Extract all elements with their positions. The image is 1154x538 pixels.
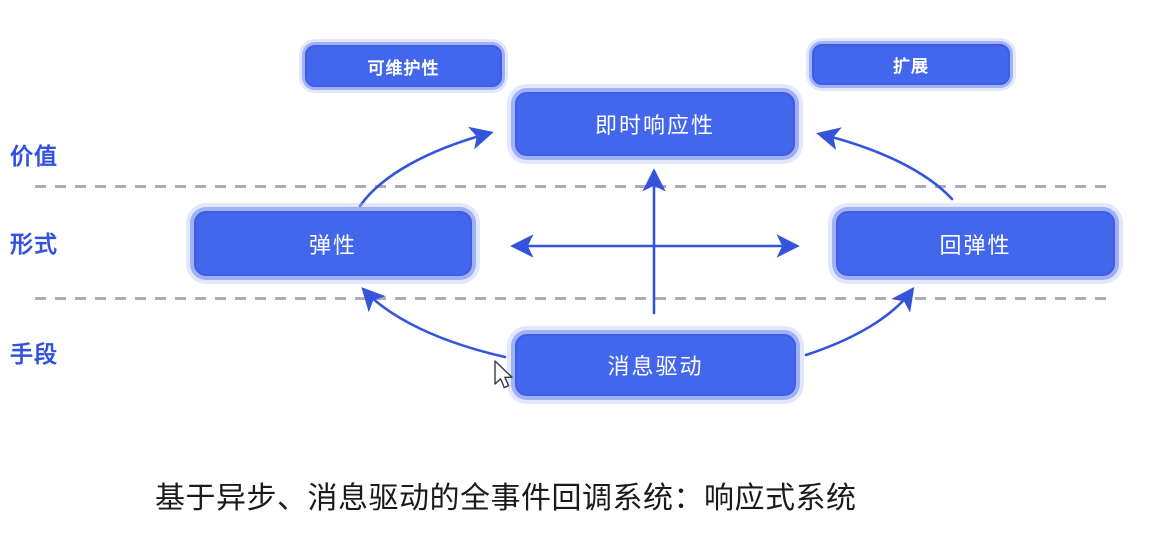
mouse-cursor-icon: [494, 360, 513, 389]
arrow-elastic-to-responsive: [358, 126, 494, 208]
divider-value-form: [35, 185, 1115, 188]
badge-maintainability: 可维护性: [305, 45, 502, 87]
node-responsive: 即时响应性: [515, 92, 795, 156]
node-elastic-label: 弹性: [308, 232, 357, 258]
row-label-form: 形式: [10, 231, 58, 257]
badge-extension-label: 扩展: [893, 57, 929, 76]
badge-extension: 扩展: [812, 44, 1010, 85]
divider-form-means: [35, 297, 1115, 300]
arrow-resilient-to-responsive: [816, 127, 954, 201]
caption-text: 基于异步、消息驱动的全事件回调系统：响应式系统: [155, 482, 857, 515]
node-resilient: 回弹性: [836, 211, 1115, 276]
node-message-driven: 消息驱动: [515, 334, 796, 396]
row-label-value: 价值: [10, 143, 58, 169]
node-message-driven-label: 消息驱动: [607, 354, 704, 379]
node-resilient-label: 回弹性: [939, 232, 1012, 258]
badge-maintainability-label: 可维护性: [367, 58, 440, 78]
node-responsive-label: 即时响应性: [594, 113, 715, 138]
node-elastic: 弹性: [194, 211, 472, 276]
row-label-means: 手段: [10, 341, 58, 367]
arrow-message-driven-to-elastic: [361, 287, 507, 359]
